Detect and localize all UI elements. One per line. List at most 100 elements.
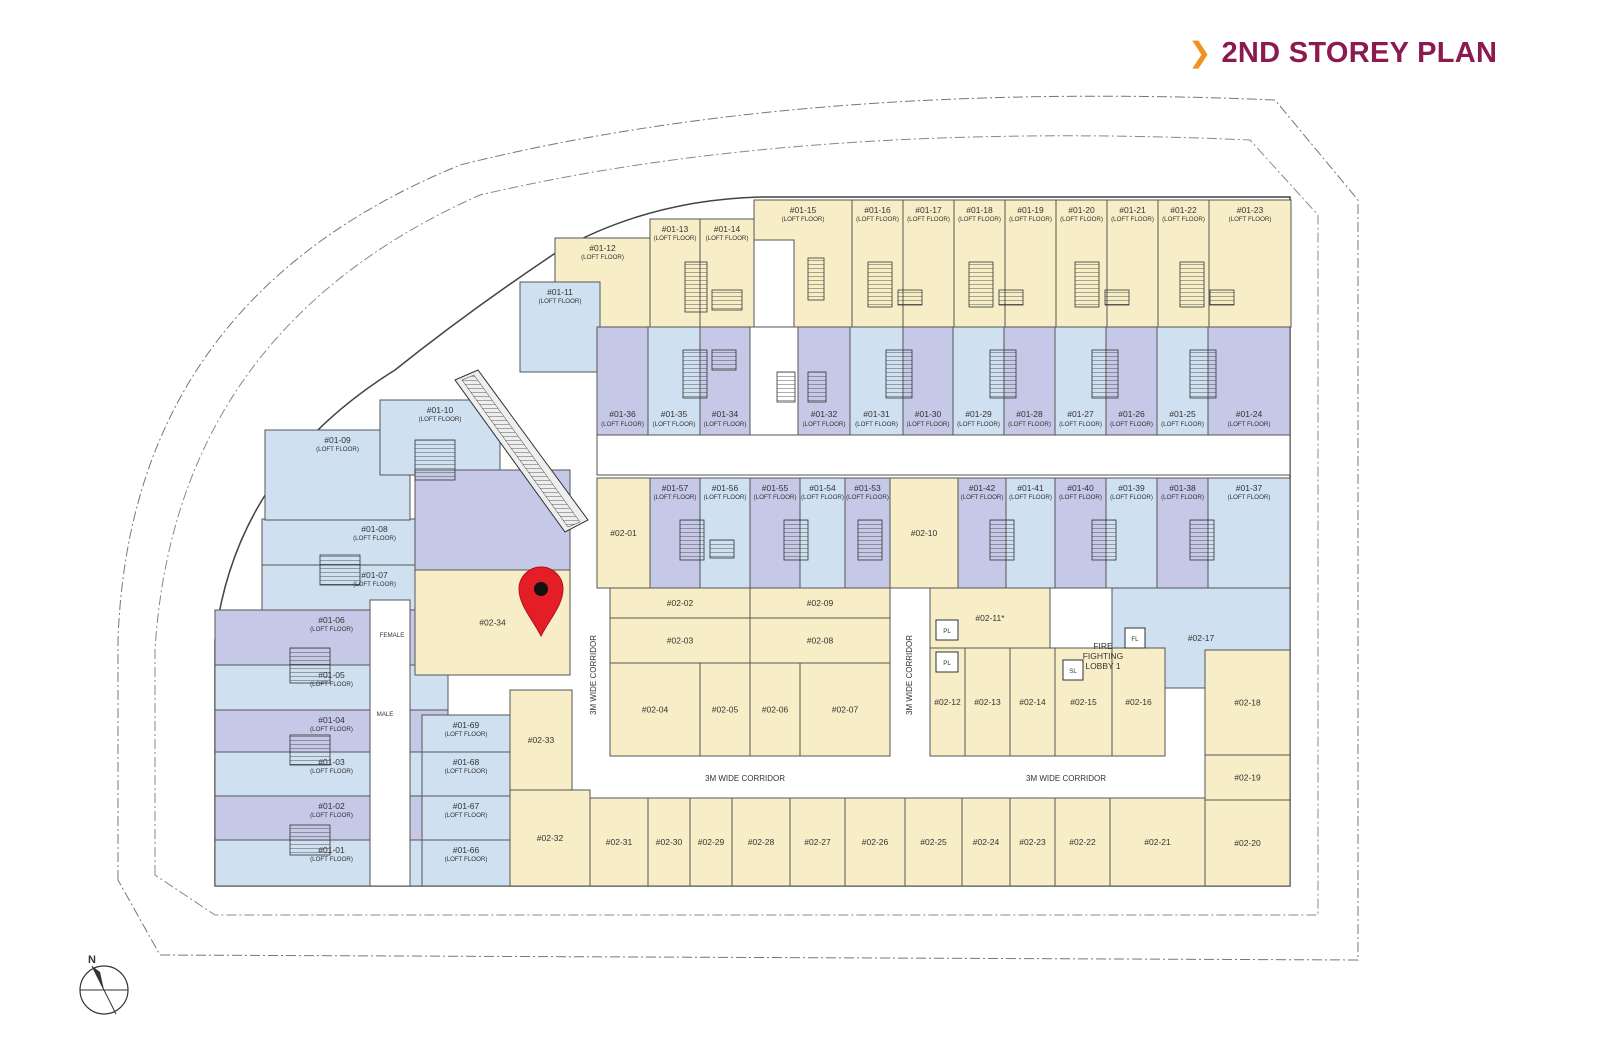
shop-unit[interactable]: #02-07 [799, 662, 891, 757]
unit-shape [589, 797, 649, 887]
shop-unit[interactable]: #02-19 [1204, 754, 1291, 801]
shop-unit[interactable]: #02-08 [749, 617, 891, 664]
shop-unit[interactable]: #02-29 [689, 797, 733, 887]
unit-loft[interactable]: #01-17(LOFT FLOOR) [902, 199, 955, 328]
shop-unit[interactable]: #02-23 [1009, 797, 1056, 887]
unit-number: #01-53 [854, 483, 881, 493]
unit-number: #01-15 [790, 205, 817, 215]
unit-loft[interactable]: #01-11(LOFT FLOOR) [519, 281, 601, 373]
staircase [711, 289, 743, 311]
shop-unit[interactable]: #02-02 [609, 587, 751, 619]
chevron-right-icon: ❯ [1188, 36, 1212, 69]
unit-number: #01-03 [318, 757, 345, 767]
shop-unit[interactable]: #02-16 [1111, 647, 1166, 757]
loft-floor-label: (LOFT FLOOR) [310, 812, 353, 819]
unit-loft[interactable]: #01-21(LOFT FLOOR) [1106, 199, 1159, 328]
unit-number: #01-13 [662, 224, 689, 234]
unit-loft[interactable]: #01-23(LOFT FLOOR) [1208, 199, 1292, 328]
unit-number: #02-03 [667, 636, 694, 646]
shop-unit[interactable]: #02-06 [749, 662, 801, 757]
unit-loft[interactable]: #01-03(LOFT FLOOR) [214, 751, 449, 797]
shop-unit[interactable]: #02-27 [789, 797, 846, 887]
shop-unit[interactable]: #02-13 [964, 647, 1011, 757]
shop-unit[interactable]: #02-30 [647, 797, 691, 887]
unit-number: #02-32 [537, 833, 564, 843]
fire-lobby-label: FIRE [1093, 641, 1113, 651]
unit-loft[interactable]: #01-67(LOFT FLOOR) [421, 795, 511, 841]
shop-unit[interactable]: #02-32 [509, 789, 591, 887]
shop-unit[interactable]: #02-33 [509, 689, 573, 791]
staircase [289, 824, 331, 856]
unit-number: #01-31 [863, 409, 890, 419]
unit-loft[interactable]: #01-19(LOFT FLOOR) [1004, 199, 1057, 328]
shop-unit[interactable]: #02-31 [589, 797, 649, 887]
staircase [776, 371, 796, 403]
shop-unit[interactable]: #02-05 [699, 662, 751, 757]
unit-shape [596, 477, 651, 589]
loft-floor-label: (LOFT FLOOR) [1228, 421, 1271, 428]
shop-unit[interactable]: #02-01 [596, 477, 651, 589]
shop-unit[interactable]: #02-20 [1204, 799, 1291, 887]
unit-shape [1207, 477, 1291, 589]
staircase [1091, 519, 1117, 561]
unit-number: #02-16 [1125, 697, 1152, 707]
service-area[interactable] [369, 599, 411, 887]
shop-unit[interactable]: #02-21 [1109, 797, 1206, 887]
unit-loft[interactable]: #01-37(LOFT FLOOR) [1207, 477, 1291, 589]
fire-lobby-label: LOBBY 1 [1085, 661, 1121, 671]
unit-loft[interactable]: #01-05(LOFT FLOOR) [214, 664, 449, 711]
loft-floor-label: (LOFT FLOOR) [310, 726, 353, 733]
loft-floor-label: (LOFT FLOOR) [1110, 494, 1153, 501]
unit-number: #01-06 [318, 615, 345, 625]
unit-number: #01-34 [712, 409, 739, 419]
unit-number: #01-27 [1067, 409, 1094, 419]
unit-shape [1109, 797, 1206, 887]
shop-unit[interactable]: #02-26 [844, 797, 906, 887]
shop-unit[interactable]: #02-10 [889, 477, 959, 589]
shop-unit[interactable]: #02-25 [904, 797, 963, 887]
unit-loft[interactable]: #01-06(LOFT FLOOR) [214, 609, 449, 666]
service-area[interactable] [596, 434, 1291, 476]
shop-unit[interactable]: #02-03 [609, 617, 751, 664]
shop-unit[interactable]: #02-24 [961, 797, 1011, 887]
shop-unit[interactable]: #02-22 [1054, 797, 1111, 887]
staircase [682, 349, 708, 399]
shop-unit[interactable]: #02-28 [731, 797, 791, 887]
unit-shape [1204, 754, 1291, 801]
loft-floor-label: (LOFT FLOOR) [601, 421, 644, 428]
unit-loft[interactable]: #01-66(LOFT FLOOR) [421, 839, 511, 887]
shop-unit[interactable]: #02-09 [749, 587, 891, 619]
unit-loft[interactable]: #01-68(LOFT FLOOR) [421, 751, 511, 797]
unit-loft[interactable]: #01-04(LOFT FLOOR) [214, 709, 449, 753]
unit-number: #01-42 [969, 483, 996, 493]
unit-number: #02-11* [975, 613, 1005, 623]
unit-loft[interactable]: #01-02(LOFT FLOOR) [214, 795, 449, 841]
unit-shape [519, 281, 601, 373]
loft-floor-label: (LOFT FLOOR) [907, 216, 950, 223]
unit-number: #02-18 [1234, 698, 1261, 708]
unit-loft[interactable]: #01-01(LOFT FLOOR) [214, 839, 449, 887]
staircase [1179, 261, 1205, 308]
unit-shape [731, 797, 791, 887]
unit-number: #02-08 [807, 636, 834, 646]
unit-loft[interactable]: #01-56(LOFT FLOOR) [699, 477, 751, 589]
unit-shape [1004, 199, 1057, 328]
unit-shape [421, 751, 511, 797]
restroom-label: MALE [377, 711, 394, 718]
service-area[interactable] [753, 239, 795, 329]
unit-loft[interactable] [596, 326, 649, 436]
unit-number: #01-29 [965, 409, 992, 419]
unit-loft[interactable]: #01-14(LOFT FLOOR) [699, 218, 755, 328]
page-header: ❯ 2ND STOREY PLAN [1188, 33, 1568, 73]
unit-loft[interactable]: #01-69(LOFT FLOOR) [421, 714, 511, 753]
lift-label: PL [943, 628, 951, 635]
shop-unit[interactable]: #02-04 [609, 662, 701, 757]
unit-number: #01-09 [324, 435, 351, 445]
unit-loft[interactable] [699, 326, 751, 436]
unit-loft[interactable]: #01-42(LOFT FLOOR) [957, 477, 1007, 589]
unit-loft[interactable] [1207, 326, 1291, 436]
unit-shape [609, 587, 751, 619]
shop-unit[interactable]: #02-14 [1009, 647, 1056, 757]
loft-floor-label: (LOFT FLOOR) [353, 535, 396, 542]
shop-unit[interactable]: #02-18 [1204, 649, 1291, 756]
